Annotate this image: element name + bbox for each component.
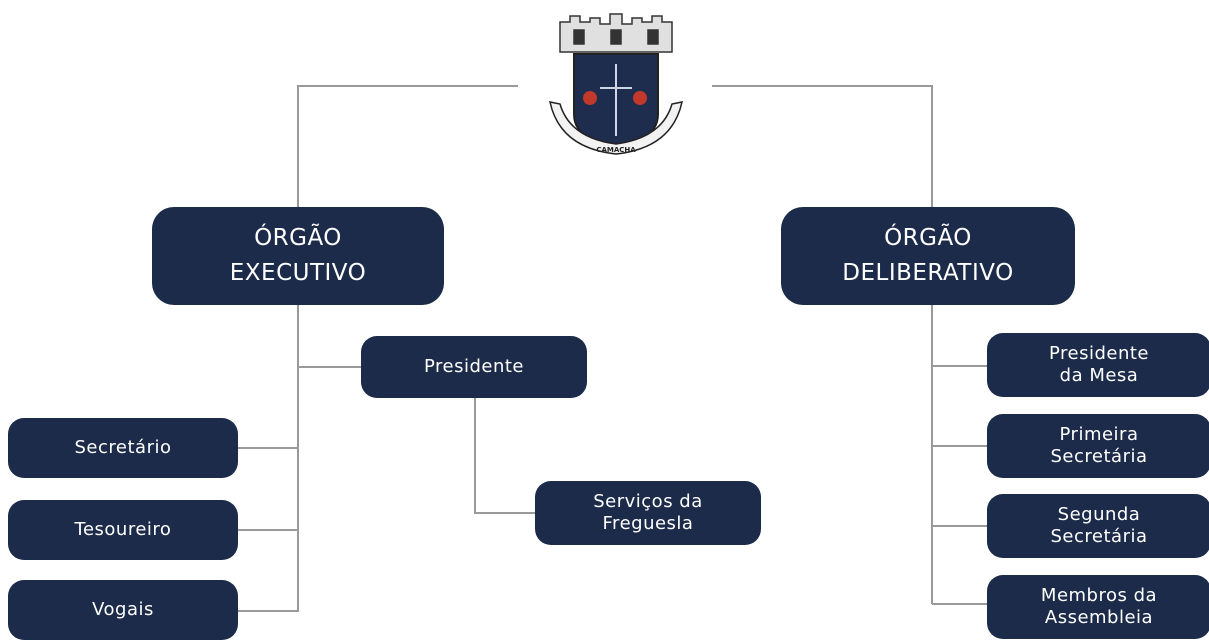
servicos-freguesia-box: Serviços da Freguesla xyxy=(535,481,761,545)
presidente-mesa-box: Presidente da Mesa xyxy=(987,333,1209,397)
connector-presidente-servicos xyxy=(474,398,535,514)
ribbon xyxy=(549,101,683,155)
apple-left xyxy=(583,91,597,105)
vogais-box: Vogais xyxy=(8,580,238,640)
mural-crown xyxy=(559,13,673,53)
membros-assembleia-box: Membros da Assembleia xyxy=(987,575,1209,639)
primeira-secretaria-box: Primeira Secretária xyxy=(987,414,1209,478)
apple-right xyxy=(633,91,647,105)
segunda-secretaria-box: Segunda Secretária xyxy=(987,494,1209,558)
connector-crest-executive xyxy=(297,85,518,207)
executive-organ-box: ÓRGÃO EXECUTIVO xyxy=(152,207,444,305)
crest-motto: CAMACHA xyxy=(596,146,636,154)
presidente-box: Presidente xyxy=(361,336,587,398)
coat-of-arms-logo: CAMACHA xyxy=(549,13,683,155)
tesoureiro-box: Tesoureiro xyxy=(8,500,238,560)
connector-crest-deliberative xyxy=(712,85,933,207)
secretario-box: Secretário xyxy=(8,418,238,478)
deliberative-organ-box: ÓRGÃO DELIBERATIVO xyxy=(781,207,1075,305)
